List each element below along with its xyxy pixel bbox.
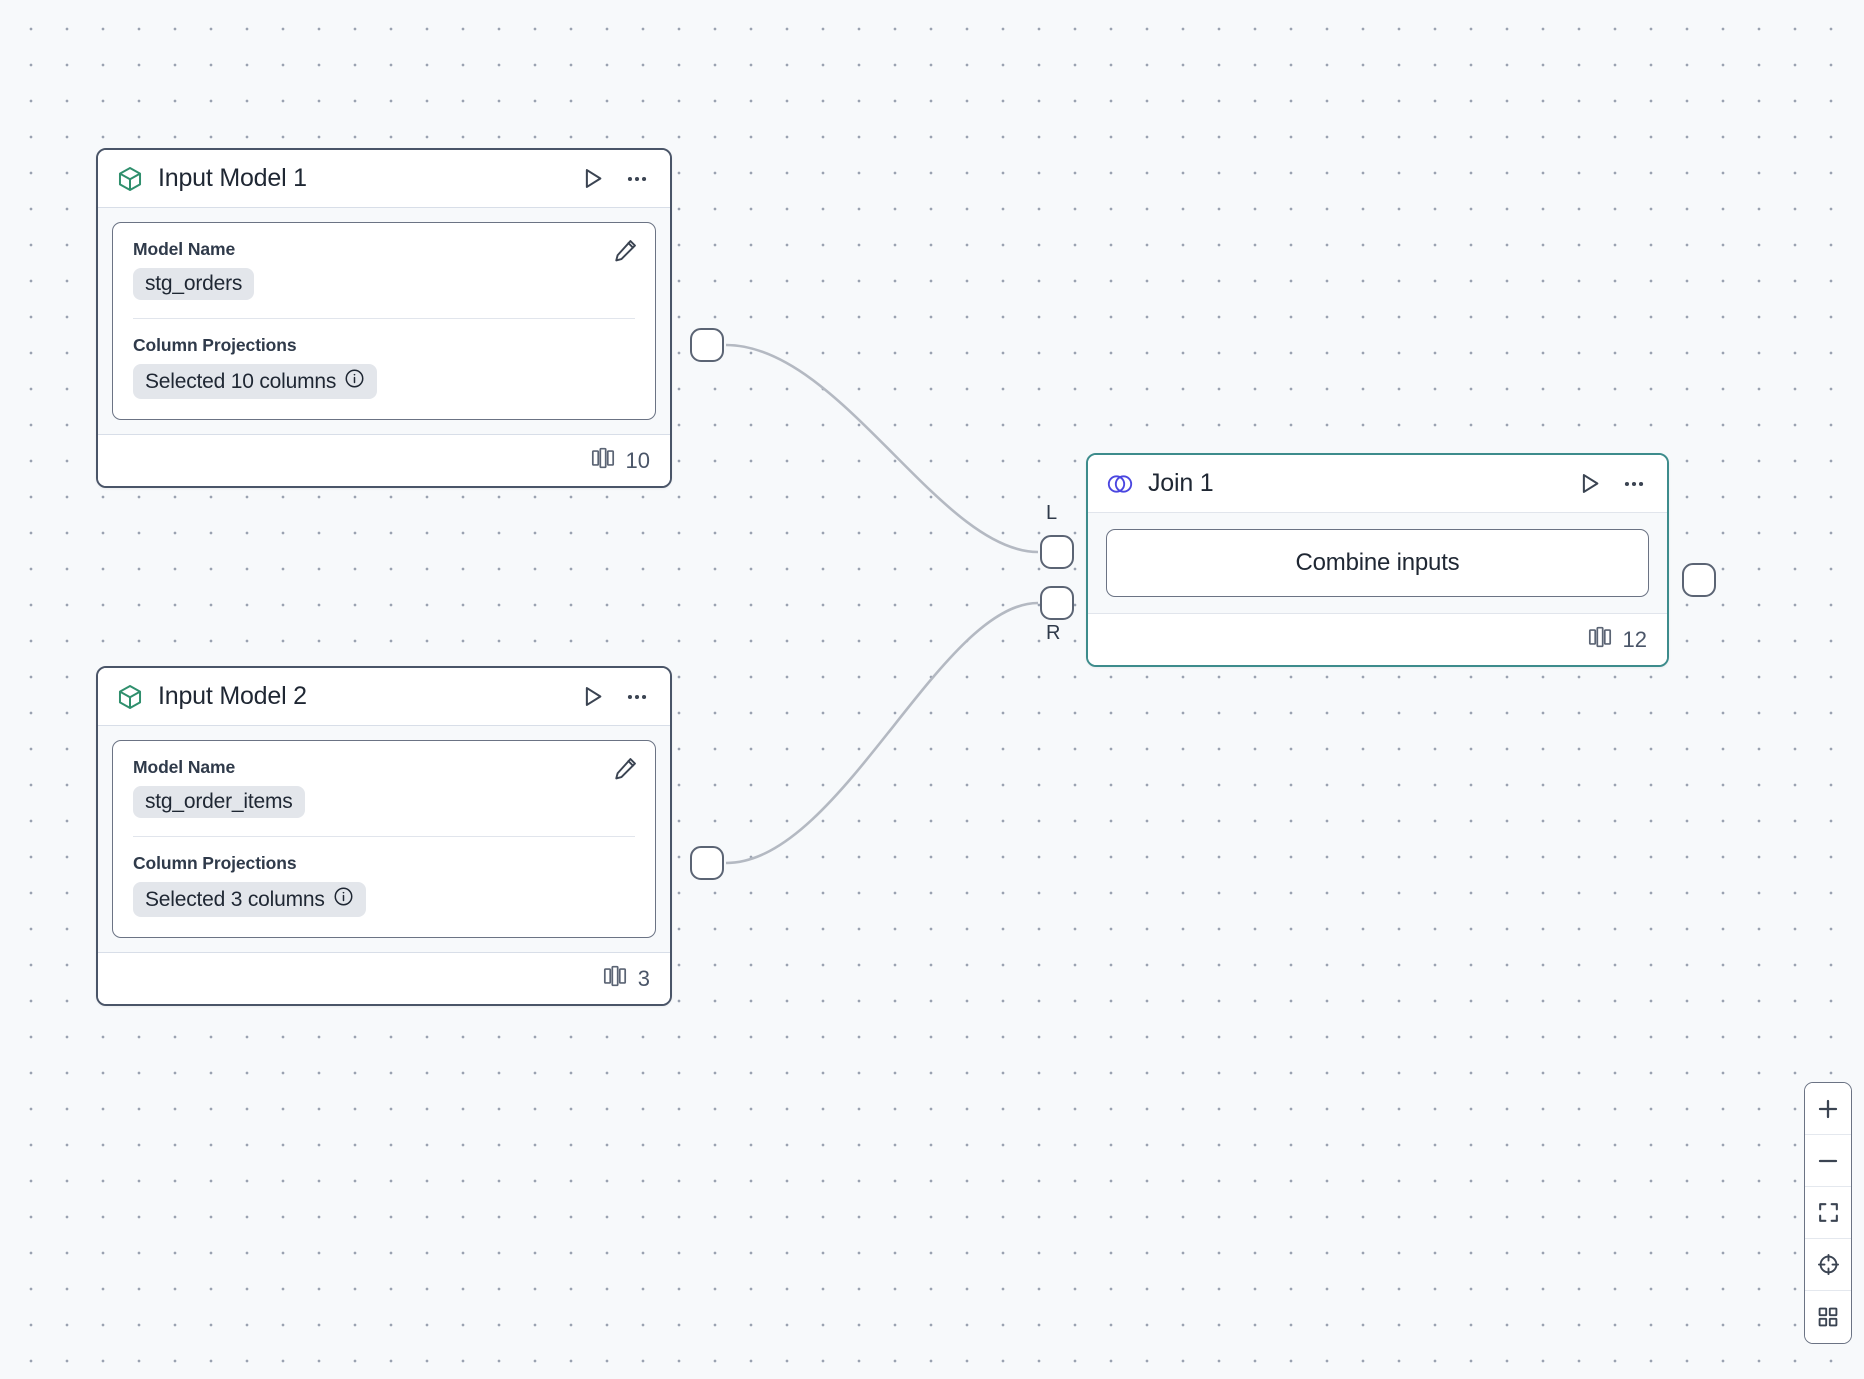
node-input-model-1[interactable]: Input Model 1 (96, 148, 672, 488)
port-label-left: L (1046, 502, 1058, 524)
column-projections-label: Column Projections (133, 335, 297, 355)
model-name-value[interactable]: stg_orders (133, 268, 255, 300)
model-name-label: Model Name (133, 239, 236, 259)
node-header: Input Model 2 (98, 668, 670, 726)
field-divider (133, 836, 635, 837)
node-join-1[interactable]: Join 1 Combine inputs (1086, 453, 1669, 667)
column-count: 10 (625, 447, 650, 473)
cube-icon (116, 165, 144, 193)
node-footer: 12 (1088, 613, 1667, 665)
node-body: Model Name stg_orders Column Projections… (98, 208, 670, 434)
zoom-out-button[interactable] (1805, 1135, 1851, 1187)
edge-input2-to-join-right (725, 601, 1039, 865)
input-port-join-left[interactable] (1040, 535, 1074, 569)
output-port-join[interactable] (1682, 563, 1716, 597)
columns-icon (602, 963, 628, 995)
node-header: Join 1 (1088, 455, 1667, 513)
node-body: Combine inputs (1088, 513, 1667, 613)
column-projections-value[interactable]: Selected 10 columns (133, 364, 378, 399)
model-config-card: Model Name stg_orders Column Projections… (112, 222, 656, 420)
canvas-controls-panel[interactable] (1804, 1082, 1852, 1344)
fit-view-icon[interactable] (1805, 1187, 1851, 1239)
output-port-input-model-2[interactable] (690, 846, 724, 880)
node-title: Input Model 1 (158, 164, 307, 192)
field-divider (133, 318, 635, 319)
column-projections-text: Selected 3 columns (145, 887, 325, 911)
column-count: 12 (1622, 626, 1647, 652)
run-icon[interactable] (579, 165, 606, 192)
input-port-join-right[interactable] (1040, 586, 1074, 620)
toggle-grid-icon[interactable] (1805, 1291, 1851, 1343)
zoom-in-button[interactable] (1805, 1083, 1851, 1135)
columns-icon (590, 445, 616, 477)
more-options-icon[interactable] (624, 684, 650, 710)
column-projections-text: Selected 10 columns (145, 369, 337, 393)
node-footer: 3 (98, 952, 670, 1004)
port-label-right: R (1046, 622, 1061, 644)
node-header: Input Model 1 (98, 150, 670, 208)
venn-icon (1106, 470, 1134, 498)
info-icon[interactable] (333, 886, 354, 913)
column-projections-label: Column Projections (133, 853, 297, 873)
output-port-input-model-1[interactable] (690, 328, 724, 362)
edit-icon[interactable] (612, 755, 639, 787)
node-footer: 10 (98, 434, 670, 486)
node-input-model-2[interactable]: Input Model 2 (96, 666, 672, 1006)
edge-input1-to-join-left (725, 343, 1039, 554)
model-name-value[interactable]: stg_order_items (133, 786, 305, 818)
more-options-icon[interactable] (624, 166, 650, 192)
edit-icon[interactable] (612, 237, 639, 269)
node-body: Model Name stg_order_items Column Projec… (98, 726, 670, 952)
combine-inputs-button[interactable]: Combine inputs (1106, 529, 1649, 597)
center-view-icon[interactable] (1805, 1239, 1851, 1291)
run-icon[interactable] (579, 683, 606, 710)
column-projections-value[interactable]: Selected 3 columns (133, 882, 366, 917)
info-icon[interactable] (344, 368, 365, 395)
model-config-card: Model Name stg_order_items Column Projec… (112, 740, 656, 938)
node-title: Input Model 2 (158, 682, 307, 710)
column-count: 3 (637, 965, 650, 991)
node-title: Join 1 (1148, 469, 1214, 497)
columns-icon (1587, 624, 1613, 656)
cube-icon (116, 683, 144, 711)
more-options-icon[interactable] (1621, 471, 1647, 497)
run-icon[interactable] (1576, 470, 1603, 497)
model-name-label: Model Name (133, 757, 236, 777)
